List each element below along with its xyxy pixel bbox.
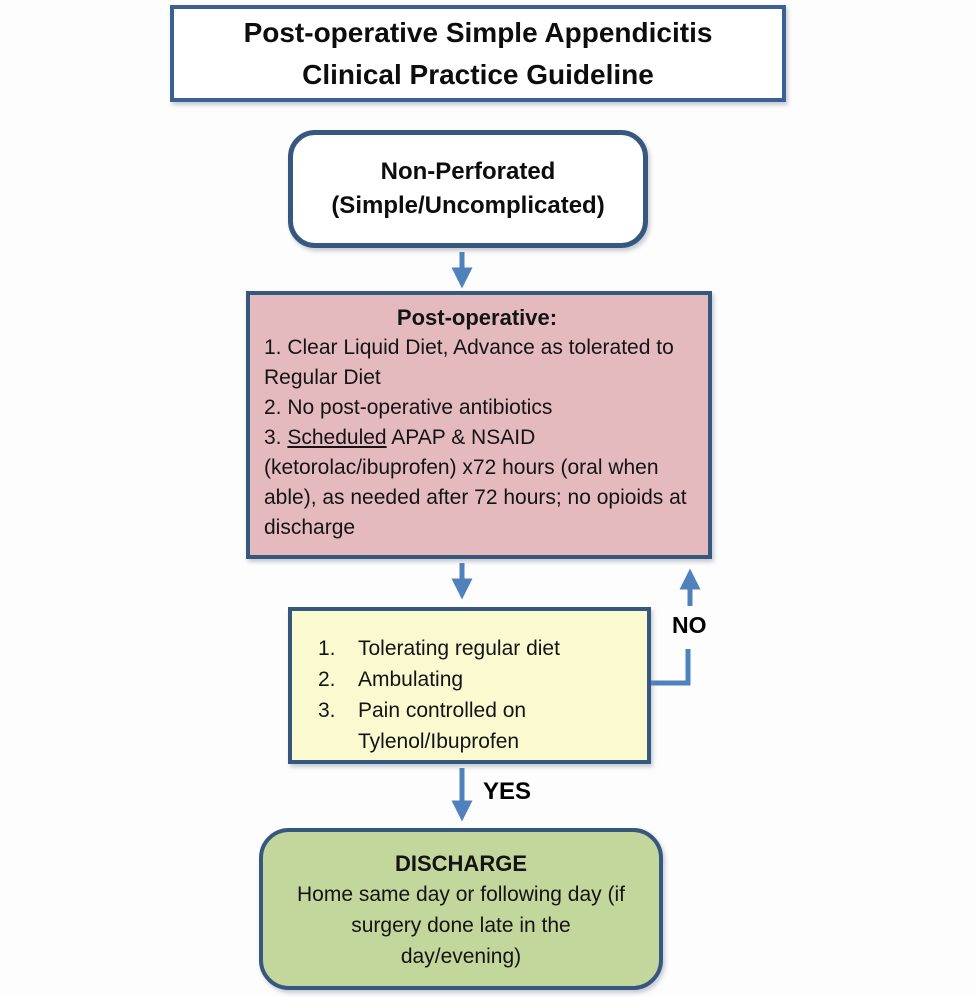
criteria-item: 1. Tolerating regular diet: [318, 633, 637, 664]
postop-item-3-rest: APAP & NSAID (ketorolac/ibuprofen) x72 h…: [264, 426, 687, 539]
criteria-item: 2. Ambulating: [318, 664, 637, 695]
connector-no-elbow: [651, 649, 691, 686]
discharge-heading: DISCHARGE: [394, 851, 527, 876]
postop-protocol-node: Post-operative: 1. Clear Liquid Diet, Ad…: [246, 291, 712, 559]
yes-branch-label: YES: [483, 778, 532, 805]
postop-item-3-underlined: Scheduled: [287, 426, 387, 449]
title-line-2: Clinical Practice Guideline: [302, 58, 654, 90]
criteria-item: 3. Pain controlled on Tylenol/Ibuprofen: [318, 695, 637, 757]
criteria-item-number: 3.: [318, 699, 336, 722]
no-branch-label: NO: [672, 612, 707, 638]
discharge-body: Home same day or following day (if surge…: [297, 883, 625, 968]
postop-item-3: 3. Scheduled APAP & NSAID (ketorolac/ibu…: [264, 423, 690, 543]
criteria-item-number: 1.: [318, 637, 336, 660]
start-node-non-perforated: Non-Perforated (Simple/Uncomplicated): [288, 130, 648, 248]
criteria-item-text: Tolerating regular diet: [358, 637, 560, 660]
title-line-1: Post-operative Simple Appendicitis: [243, 16, 713, 48]
criteria-item-text: Ambulating: [358, 668, 464, 691]
postop-heading: Post-operative:: [396, 305, 558, 330]
discharge-node: DISCHARGE Home same day or following day…: [259, 828, 663, 990]
criteria-item-text: Pain controlled on Tylenol/Ibuprofen: [358, 699, 527, 753]
postop-item-2: 2. No post-operative antibiotics: [264, 396, 553, 419]
criteria-item-number: 2.: [318, 668, 336, 691]
discharge-criteria-node: 1. Tolerating regular diet 2. Ambulating…: [288, 607, 651, 764]
postop-item-3-prefix: 3.: [264, 426, 288, 449]
start-node-line-2: (Simple/Uncomplicated): [331, 192, 605, 219]
postop-item-1: 1. Clear Liquid Diet, Advance as tolerat…: [264, 336, 674, 389]
start-node-line-1: Non-Perforated: [380, 158, 556, 185]
title-box: Post-operative Simple Appendicitis Clini…: [170, 5, 786, 102]
